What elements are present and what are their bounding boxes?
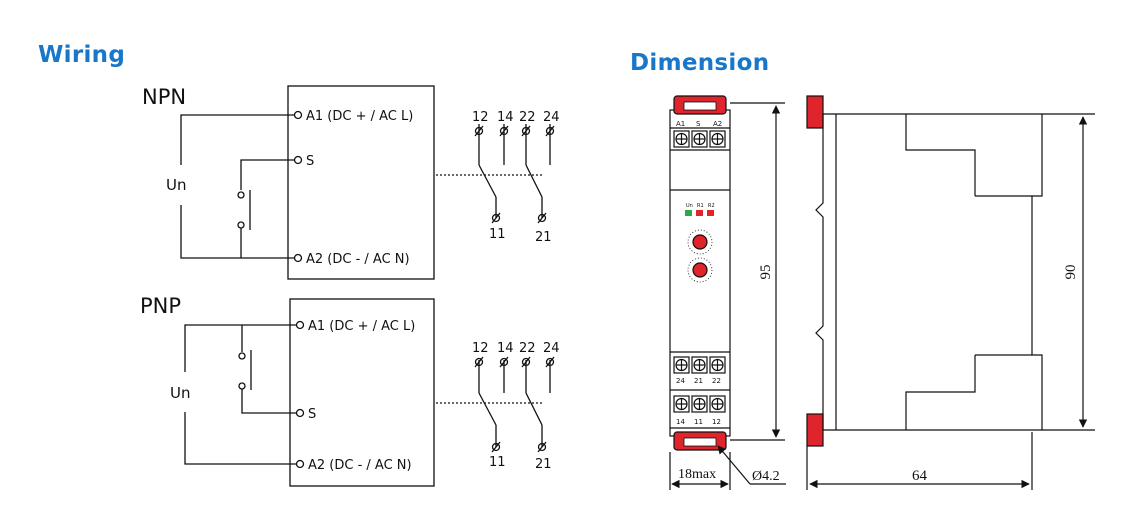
pnp-contact-24: 24 — [543, 341, 560, 356]
npn-contact-1-blade — [478, 164, 497, 198]
pnp-a1-label: A1 (DC + / AC L) — [308, 319, 415, 334]
depth-64-label: 64 — [912, 468, 928, 484]
npn-terminal-symbols — [474, 125, 555, 224]
npn-s-label: S — [306, 154, 314, 169]
bottom-terminal-screws — [673, 395, 726, 413]
pnp-contact-11: 11 — [489, 455, 506, 470]
hole-label: Ø4.2 — [752, 469, 780, 484]
led-r2 — [707, 210, 714, 216]
pnp-a2-terminal — [295, 459, 305, 469]
pnp-contact-1-blade — [478, 392, 497, 426]
pnp-text: A1 (DC + / AC L) S A2 (DC - / AC N) Un 1… — [170, 319, 560, 473]
terminal-a1: A1 — [676, 120, 685, 128]
pnp-switch-contact-top — [238, 352, 246, 360]
npn-contact-11: 11 — [489, 227, 506, 242]
npn-contact-14: 14 — [497, 110, 514, 125]
pnp-diagram: PNP — [140, 294, 555, 487]
pnp-label: PNP — [140, 294, 181, 318]
npn-contact-21: 21 — [535, 230, 552, 245]
terminal-12: 12 — [712, 418, 721, 426]
npn-a2-terminal — [293, 253, 303, 263]
pnp-contact-22: 22 — [519, 341, 536, 356]
npn-label: NPN — [142, 85, 186, 109]
front-view — [669, 95, 786, 490]
npn-a1-terminal — [293, 110, 303, 120]
pnp-contact-14: 14 — [497, 341, 514, 356]
pnp-terminal-symbols — [474, 356, 555, 453]
front-labels: A1 S A2 Un R1 R2 24 21 22 14 11 12 — [676, 120, 722, 426]
height-90-label: 90 — [1063, 265, 1079, 280]
dimension-title: Dimension — [630, 50, 770, 76]
top-terminal-screws — [673, 130, 726, 148]
terminal-24: 24 — [676, 377, 685, 385]
led-r1-label: R1 — [697, 203, 704, 209]
led-r1 — [696, 210, 703, 216]
pnp-supply-label: Un — [170, 384, 191, 402]
wiring-title: Wiring — [38, 42, 126, 68]
pnp-contact-12: 12 — [472, 341, 489, 356]
pnp-s-label: S — [308, 407, 316, 422]
npn-a2-label: A2 (DC - / AC N) — [306, 252, 410, 267]
terminal-a2: A2 — [713, 120, 722, 128]
time-dial — [692, 262, 708, 278]
side-bottom-clip — [806, 413, 824, 447]
pnp-a1-terminal — [295, 320, 305, 330]
npn-contact-24: 24 — [543, 110, 560, 125]
led-un — [685, 210, 692, 216]
pnp-a2-label: A2 (DC - / AC N) — [308, 458, 412, 473]
led-un-label: Un — [686, 203, 693, 209]
width-18-label: 18max — [678, 467, 716, 482]
pnp-contact-21: 21 — [535, 457, 552, 472]
terminal-11: 11 — [694, 418, 703, 426]
npn-switch-contact-top — [237, 191, 245, 199]
height-95-label: 95 — [758, 265, 774, 280]
npn-a1-label: A1 (DC + / AC L) — [306, 109, 413, 124]
npn-s-terminal — [293, 155, 303, 165]
terminal-22: 22 — [712, 377, 721, 385]
pnp-relay-box — [289, 298, 435, 487]
range-dial — [692, 234, 708, 250]
npn-relay-box — [287, 85, 435, 280]
terminal-21: 21 — [694, 377, 703, 385]
terminal-14: 14 — [676, 418, 685, 426]
side-top-clip — [806, 95, 824, 129]
hole-leader — [717, 445, 751, 485]
terminal-s: S — [696, 120, 701, 128]
npn-text: A1 (DC + / AC L) S A2 (DC - / AC N) Un 1… — [166, 109, 560, 267]
npn-supply-label: Un — [166, 176, 187, 194]
npn-contact-22: 22 — [519, 110, 536, 125]
led-r2-label: R2 — [708, 203, 715, 209]
npn-diagram: NPN — [142, 85, 555, 280]
side-outline — [815, 113, 1043, 431]
pnp-contact-2-blade — [525, 392, 543, 426]
npn-contact-2-blade — [525, 164, 543, 198]
npn-contact-12: 12 — [472, 110, 489, 125]
side-view — [806, 95, 1095, 490]
pnp-switch-contact-bottom — [238, 382, 246, 390]
mid-terminal-screws — [673, 356, 726, 374]
npn-switch-contact-bottom — [237, 221, 245, 229]
pnp-s-terminal — [295, 408, 305, 418]
